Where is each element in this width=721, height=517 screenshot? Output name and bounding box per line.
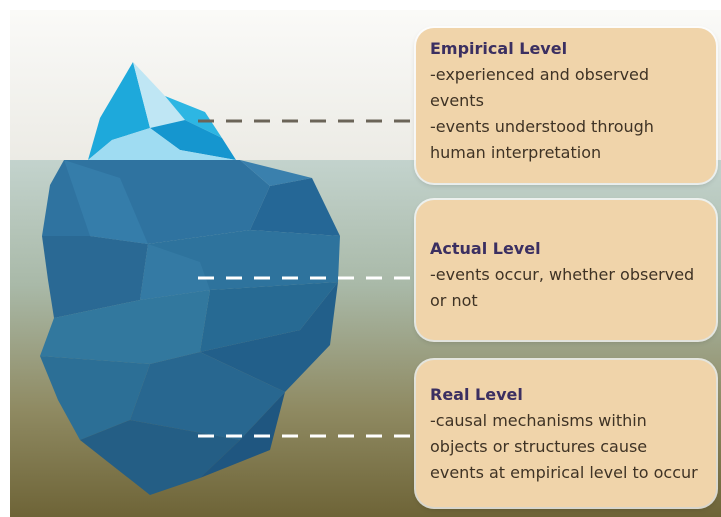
actual-level-line: or not — [430, 291, 478, 310]
iceberg-body — [40, 160, 340, 495]
empirical-level-title: Empirical Level — [430, 39, 568, 58]
actual-level-box: Actual Level -events occur, whether obse… — [416, 200, 716, 340]
empirical-level-line: human interpretation — [430, 143, 602, 162]
real-level-line: objects or structures cause — [430, 437, 648, 456]
actual-level-title: Actual Level — [430, 239, 541, 258]
iceberg-tip — [88, 62, 236, 160]
empirical-level-box: Empirical Level -experienced and observe… — [416, 28, 716, 183]
empirical-level-line: -events understood through — [430, 117, 654, 136]
empirical-level-line: -experienced and observed — [430, 65, 650, 84]
real-level-title: Real Level — [430, 385, 523, 404]
real-level-line: events at empirical level to occur — [430, 463, 698, 482]
empirical-level-line: events — [430, 91, 484, 110]
real-level-line: -causal mechanisms within — [430, 411, 647, 430]
actual-level-line: -events occur, whether observed — [430, 265, 695, 284]
real-level-box: Real Level -causal mechanisms within obj… — [416, 360, 716, 507]
